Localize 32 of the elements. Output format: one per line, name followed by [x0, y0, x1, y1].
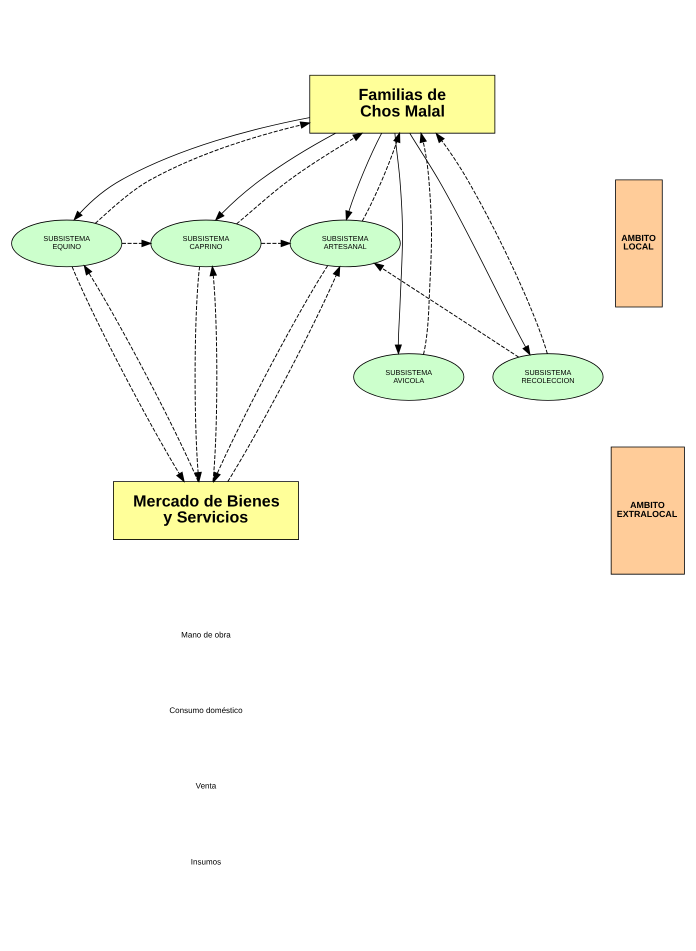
- node-box: Mercado de Bienes y Servicios: [113, 480, 299, 540]
- node-ellipse: SUBSISTEMA AVICOLA: [353, 352, 464, 400]
- arrow: [435, 132, 548, 354]
- arrow: [73, 116, 310, 220]
- arrow: [72, 266, 185, 482]
- node-ellipse: SUBSISTEMA EQUINO: [11, 219, 122, 267]
- node-ellipse: SUBSISTEMA ARTESANAL: [290, 219, 401, 267]
- arrow: [260, 239, 292, 247]
- arrow: [84, 264, 199, 482]
- arrow: [410, 132, 531, 356]
- arrow: [420, 131, 432, 354]
- arrow: [227, 265, 340, 482]
- arrow: [94, 120, 311, 224]
- arrow: [210, 264, 218, 482]
- node-ellipse: SUBSISTEMA CAPRINO: [150, 219, 262, 267]
- arrow: [394, 132, 403, 355]
- arrow: [121, 239, 152, 247]
- node-ellipse: SUBSISTEMA RECOLECCION: [492, 352, 604, 400]
- arrow: [236, 132, 364, 224]
- arrow: [373, 262, 520, 358]
- node-box: AMBITO LOCAL: [615, 178, 663, 307]
- arrow: [213, 264, 328, 482]
- node-box: AMBITO EXTRALOCAL: [610, 446, 685, 574]
- arrow: [345, 132, 382, 221]
- legend-label: Mano de obra: [181, 630, 231, 639]
- legend-label: Venta: [196, 781, 216, 790]
- legend-label: Insumos: [190, 856, 222, 866]
- arrow: [214, 132, 336, 221]
- legend-label: Consumo doméstico: [169, 706, 243, 715]
- arrow: [362, 131, 400, 221]
- node-box: Familias de Chos Malal: [309, 74, 496, 134]
- arrow: [194, 266, 202, 482]
